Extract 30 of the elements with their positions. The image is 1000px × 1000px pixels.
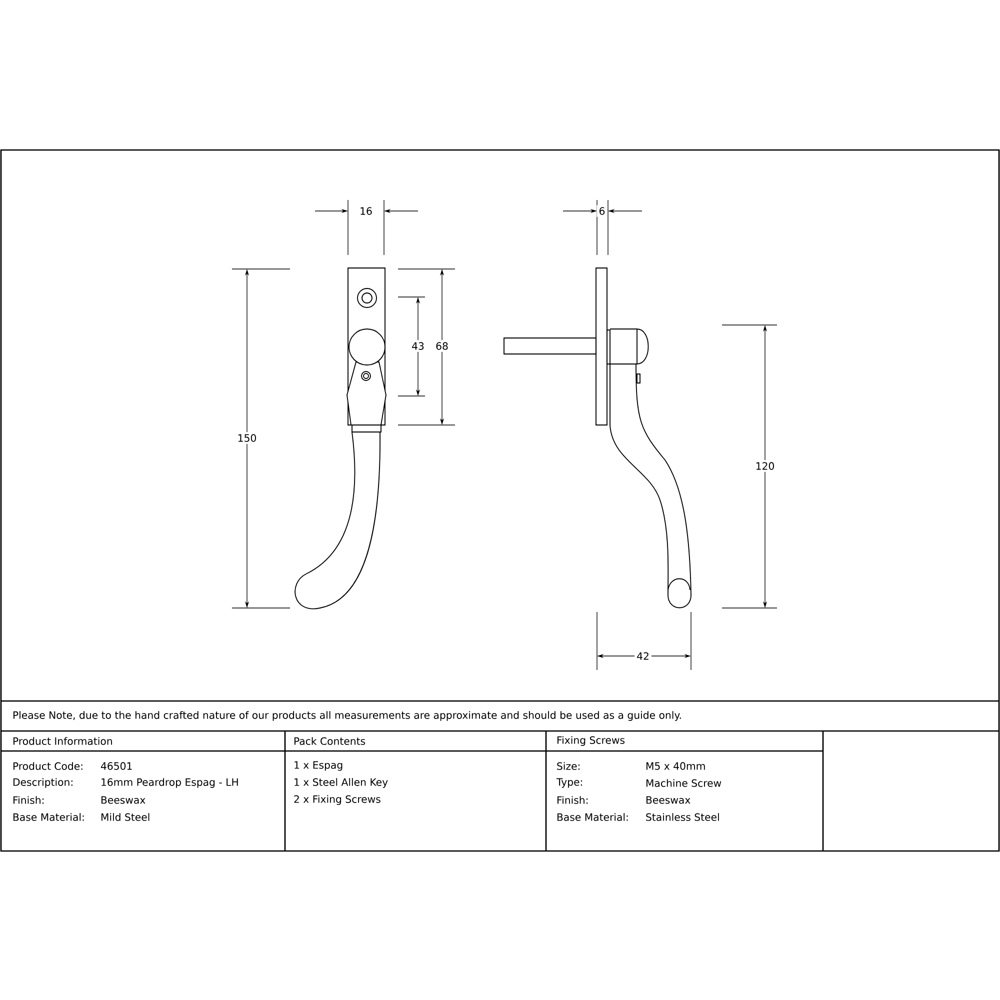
field-label: Product Code: xyxy=(13,762,82,770)
table-heading: Fixing Screws xyxy=(557,736,625,746)
note-text: Please Note, due to the hand crafted nature of our products all measurements are approximate and should be used as a guide only. xyxy=(13,711,681,721)
field-value: 46501 xyxy=(100,762,132,770)
field-label: Description: xyxy=(13,778,72,788)
field-value: Beeswax xyxy=(646,796,690,804)
list-item: 1 x Espag xyxy=(294,761,342,771)
field-label: Type: xyxy=(556,778,582,788)
field-value: Machine Screw xyxy=(646,779,722,787)
field-value: Stainless Steel xyxy=(646,813,719,821)
field-label: Finish: xyxy=(557,796,588,804)
table-heading: Pack Contents xyxy=(294,737,366,745)
dimension-label: 16 xyxy=(358,205,374,217)
field-value: Beeswax xyxy=(101,796,146,804)
table-heading: Product Information xyxy=(13,737,112,745)
field-label: Base Material: xyxy=(13,813,84,821)
dimension-label: 42 xyxy=(634,650,652,662)
field-label: Size: xyxy=(557,762,580,770)
dimension-label: 43 xyxy=(410,340,426,352)
list-item: 1 x Steel Allen Key xyxy=(294,778,388,788)
dimension-label: 68 xyxy=(434,340,450,352)
field-value: M5 x 40mm xyxy=(646,762,705,770)
dimension-label: 150 xyxy=(235,432,259,444)
dimension-label: 6 xyxy=(596,205,608,217)
dimension-label: 120 xyxy=(753,460,777,472)
field-value: 16mm Peardrop Espag - LH xyxy=(102,778,238,788)
field-label: Finish: xyxy=(13,796,44,804)
list-item: 2 x Fixing Screws xyxy=(294,795,380,805)
field-value: Mild Steel xyxy=(101,813,150,821)
field-label: Base Material: xyxy=(557,813,628,821)
